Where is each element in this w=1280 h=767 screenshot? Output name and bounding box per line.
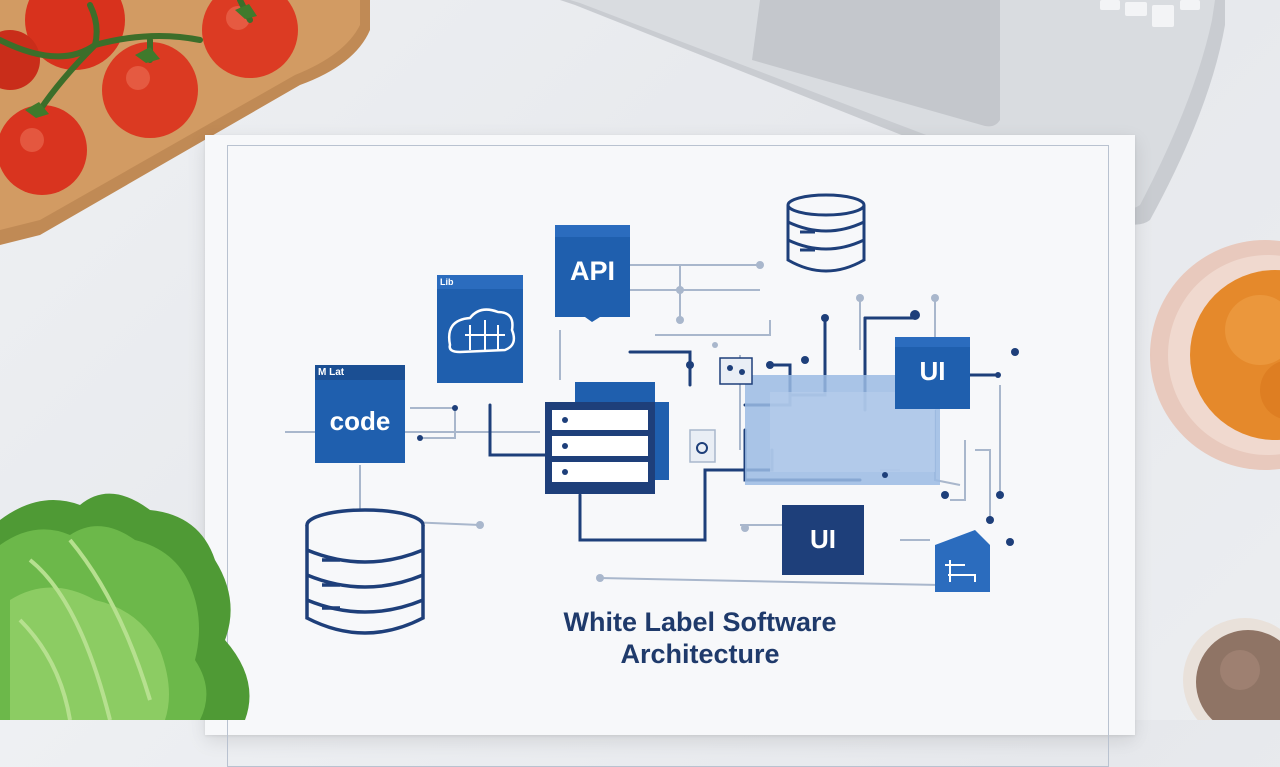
ui-bottom-node <box>782 505 864 575</box>
small-bowl-icon <box>1183 618 1280 720</box>
diagram-title-line1: White Label Software <box>563 607 837 637</box>
widget-icons <box>689 357 753 463</box>
database-icon <box>786 193 866 273</box>
module-node <box>437 275 523 383</box>
ui-top-label: UI <box>919 356 946 386</box>
module-header-label: Lib <box>440 277 454 287</box>
database-icon <box>305 508 425 635</box>
ui-top-node <box>895 337 970 409</box>
spice-bowl-icon <box>1150 240 1280 470</box>
code-header-label: M Lat <box>318 367 345 378</box>
cloud-icon <box>447 308 516 354</box>
api-label: API <box>569 256 615 286</box>
connector-dots <box>417 261 1019 582</box>
architecture-diagram <box>285 193 1019 635</box>
server-icon <box>545 382 669 494</box>
ui-bottom-label: UI <box>810 524 836 554</box>
code-label: code <box>329 406 391 436</box>
document-icon <box>935 530 990 592</box>
api-node <box>555 225 630 322</box>
diagram-title: White Label Software Architecture <box>500 606 900 670</box>
diagram-title-line2: Architecture <box>620 639 780 669</box>
tomato-icon <box>0 0 370 245</box>
code-node <box>315 365 405 463</box>
